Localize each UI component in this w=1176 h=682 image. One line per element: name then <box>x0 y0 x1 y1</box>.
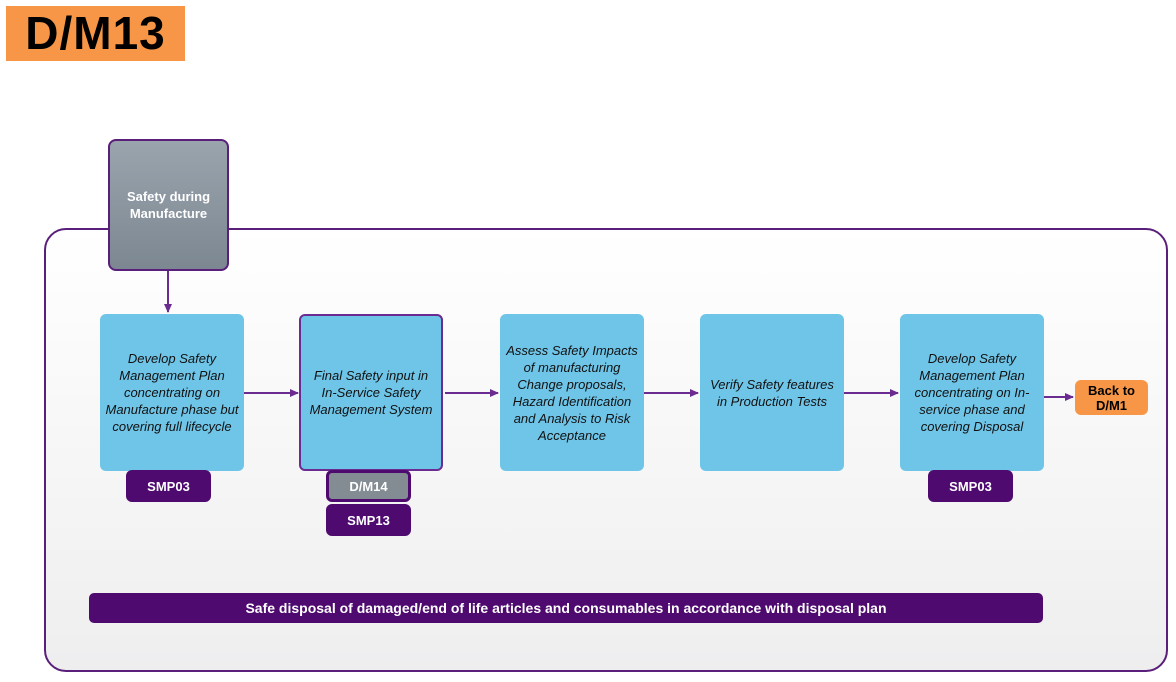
step-5-smp-tag[interactable]: SMP03 <box>928 470 1013 502</box>
step-2-dm-tag[interactable]: D/M14 <box>326 470 411 502</box>
step-3-box[interactable]: Assess Safety Impacts of manufacturing C… <box>500 314 644 471</box>
disposal-banner: Safe disposal of damaged/end of life art… <box>89 593 1043 623</box>
step-5-box[interactable]: Develop Safety Management Plan concentra… <box>900 314 1044 471</box>
back-button[interactable]: Back to D/M1 <box>1075 380 1148 415</box>
page-title: D/M13 <box>6 6 185 61</box>
step-2-smp-tag[interactable]: SMP13 <box>326 504 411 536</box>
step-2-box[interactable]: Final Safety input in In-Service Safety … <box>299 314 443 471</box>
step-1-smp-tag[interactable]: SMP03 <box>126 470 211 502</box>
step-1-box[interactable]: Develop Safety Management Plan concentra… <box>100 314 244 471</box>
start-box: Safety during Manufacture <box>108 139 229 271</box>
step-4-box[interactable]: Verify Safety features in Production Tes… <box>700 314 844 471</box>
